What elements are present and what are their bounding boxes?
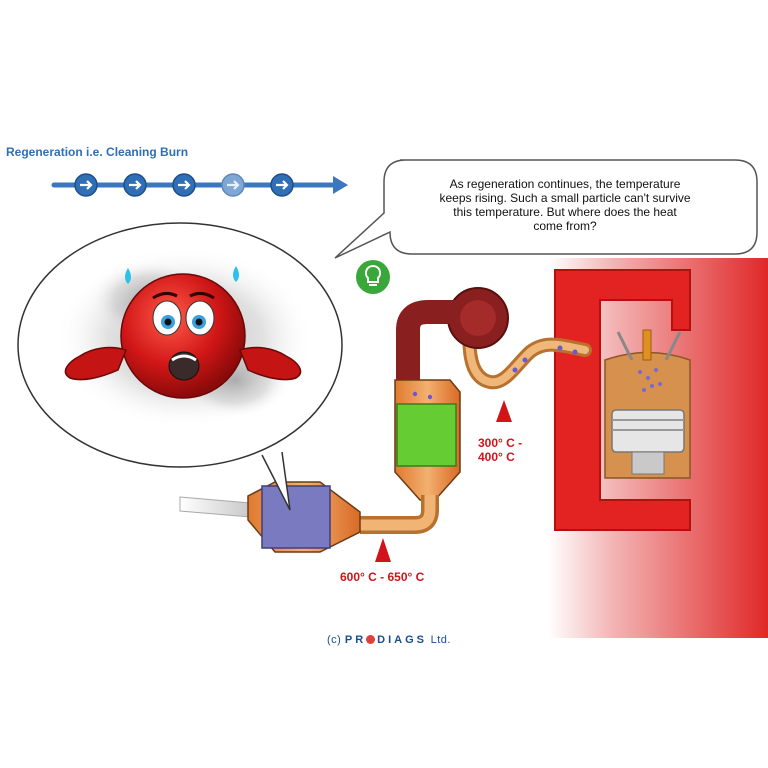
- engine-block: [548, 258, 768, 638]
- bubble-line-2: keeps rising. Such a small particle can'…: [439, 191, 691, 205]
- temp-pointer-lower: [375, 538, 391, 562]
- hint-lightbulb-button[interactable]: [356, 260, 390, 294]
- arrow-right-icon: [178, 180, 191, 190]
- filter-core: [396, 403, 457, 467]
- catalyst-core: [261, 485, 331, 549]
- particulate-filter: [394, 379, 461, 501]
- turbocharger: [396, 287, 509, 380]
- step-3-button[interactable]: [172, 173, 196, 197]
- arrow-right-icon: [129, 180, 142, 190]
- step-5-button[interactable]: [270, 173, 294, 197]
- bubble-line-1: As regeneration continues, the temperatu…: [449, 177, 681, 191]
- temp-upper-line-1: 300° C -: [478, 436, 523, 450]
- sweat-drop-icon: [125, 268, 131, 284]
- copyright-footer: (c) PR DIAGS Ltd.: [327, 634, 451, 646]
- arrow-right-icon: [276, 180, 289, 190]
- temp-label-lower: 600° C - 650° C: [340, 570, 425, 584]
- lightbulb-icon: [364, 264, 382, 283]
- brand-suffix: Ltd.: [430, 634, 451, 646]
- brand-logo-icon: [366, 635, 376, 644]
- step-2-button[interactable]: [123, 173, 147, 197]
- bubble-line-3: this temperature. But where does the hea…: [453, 205, 677, 219]
- stepper-arrowhead: [333, 176, 348, 194]
- arrow-right-icon: [227, 180, 240, 190]
- speech-bubble-text: As regeneration continues, the temperatu…: [395, 177, 735, 233]
- copyright-prefix: (c): [327, 634, 342, 646]
- brand-part-2: DIAGS: [377, 634, 428, 646]
- step-4-button-active[interactable]: [221, 173, 245, 197]
- bubble-line-4: come from?: [533, 219, 597, 233]
- soot-particle-character: [64, 266, 302, 399]
- speech-bubble: [334, 159, 758, 259]
- sweat-drop-icon: [233, 266, 239, 282]
- page-title: Regeneration i.e. Cleaning Burn: [6, 145, 189, 159]
- arrow-right-icon: [80, 180, 93, 190]
- brand-part-1: PR: [344, 634, 367, 646]
- oxidation-catalyst: [247, 481, 361, 553]
- step-1-button[interactable]: [74, 173, 98, 197]
- temp-pointer-upper: [496, 400, 512, 422]
- temp-label-upper: 300° C - 400° C: [478, 436, 522, 464]
- temp-upper-line-2: 400° C: [478, 450, 515, 464]
- progress-stepper: [51, 173, 348, 197]
